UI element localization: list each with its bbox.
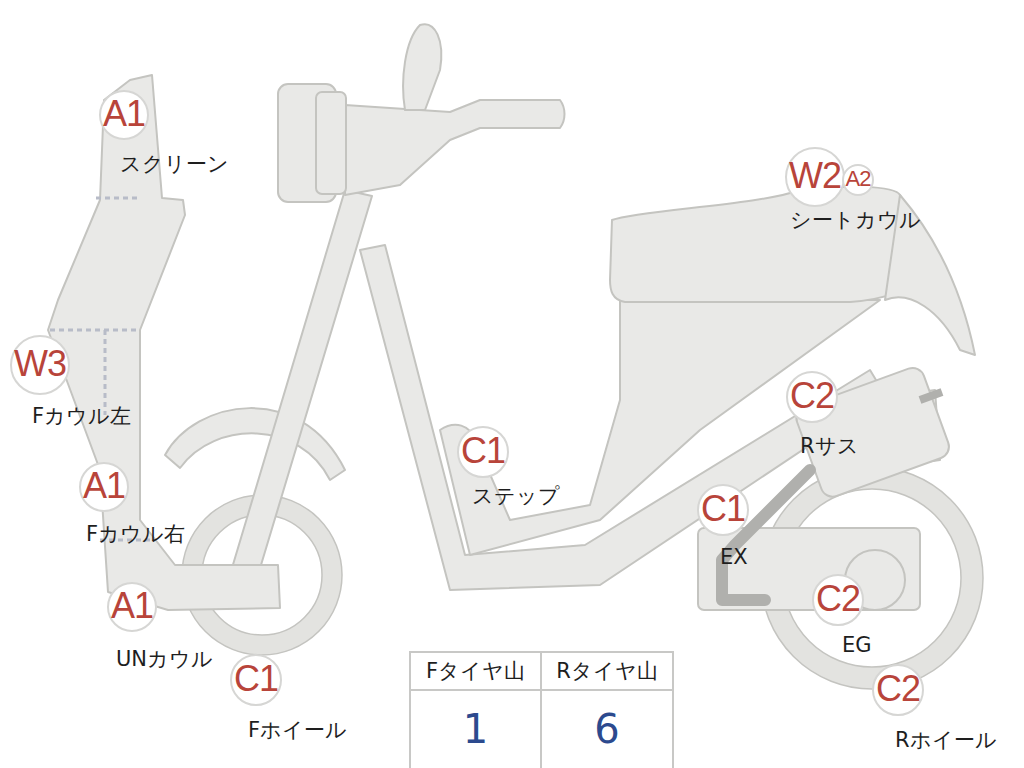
table-header: Rタイヤ山: [541, 652, 673, 690]
damage-code: C2: [790, 375, 834, 417]
damage-code: C1: [461, 430, 505, 472]
front-cowl: [48, 75, 280, 610]
part-name: Rホイール: [895, 726, 997, 754]
callout-circle: C2EG: [812, 574, 864, 626]
table-value: 6: [541, 690, 673, 768]
front-fender: [165, 408, 345, 480]
damage-code: W2: [789, 155, 841, 197]
handlebar: [345, 100, 565, 195]
part-name: Rサス: [800, 432, 859, 460]
table-header: Fタイヤ山: [410, 652, 541, 690]
callout-circle: C1EX: [697, 484, 749, 536]
part-name: UNカウル: [116, 645, 213, 673]
callout-circle: C2Rホイール: [872, 664, 924, 716]
damage-code: A1: [103, 93, 145, 135]
damage-code: C2: [816, 578, 860, 620]
callout-circle: A1スクリーン: [99, 90, 149, 140]
part-name: EX: [720, 545, 748, 569]
front-fork: [232, 190, 372, 575]
callout-circle: W3Fカウル左: [10, 335, 70, 395]
part-name: EG: [842, 633, 872, 657]
damage-code: C1: [701, 488, 745, 530]
damage-code: A2: [846, 166, 871, 192]
part-name: シートカウル: [790, 206, 921, 234]
damage-code: A1: [111, 585, 153, 627]
table-value: 1: [410, 690, 541, 768]
callout-circle: W2シートカウル: [785, 147, 845, 207]
part-name: スクリーン: [120, 150, 229, 178]
damage-code: W3: [14, 343, 66, 385]
callout-circle: A1Fカウル右: [79, 462, 129, 512]
damage-code: A1: [83, 465, 125, 507]
mirror: [403, 24, 441, 110]
callout-circle: A1UNカウル: [107, 582, 157, 632]
callout-circle: A2: [842, 164, 875, 197]
part-name: Fホイール: [248, 716, 347, 744]
tread-table: [410, 652, 673, 768]
damage-code: C2: [876, 668, 920, 710]
callout-circle: C1Fホイール: [230, 654, 282, 706]
callout-circle: C2Rサス: [786, 371, 838, 423]
part-name: ステップ: [472, 482, 560, 510]
part-name: Fカウル左: [32, 402, 131, 430]
callout-circle: C1ステップ: [457, 426, 509, 478]
part-name: Fカウル右: [86, 520, 185, 548]
damage-code: C1: [234, 658, 278, 700]
